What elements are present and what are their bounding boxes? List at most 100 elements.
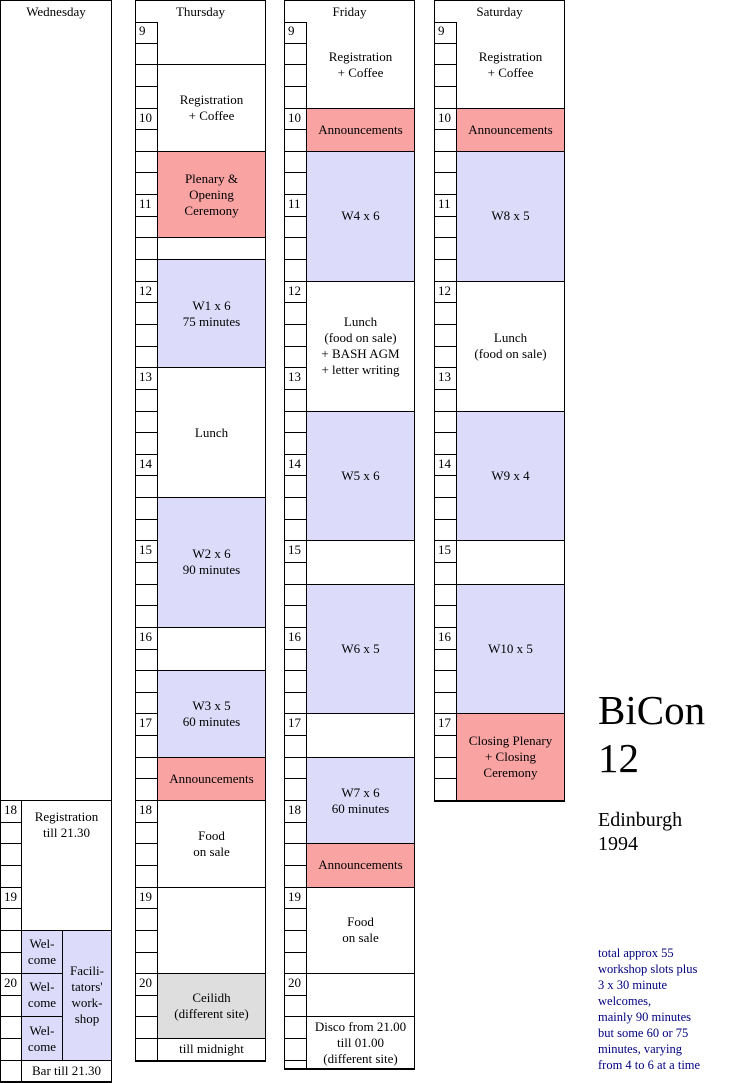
- empty-block: [457, 541, 564, 585]
- time-slot: [285, 1060, 307, 1070]
- time-slot: [435, 498, 457, 520]
- time-slot: 20: [136, 974, 158, 996]
- time-slot: [136, 476, 158, 499]
- schedule-block: Closing Plenary + Closing Ceremony: [457, 714, 564, 802]
- time-slot: 16: [136, 627, 158, 650]
- time-slot: [136, 389, 158, 412]
- time-slot: [435, 260, 457, 282]
- time-slot: [285, 411, 307, 434]
- schedule-block: Wel- come: [22, 974, 63, 1018]
- time-slot: [136, 498, 158, 520]
- schedule-block: Wel- come: [22, 1017, 63, 1061]
- time-slot: [136, 238, 158, 261]
- time-slot: [285, 130, 307, 152]
- schedule-block: Disco from 21.00 till 01.00 (different s…: [307, 1017, 414, 1070]
- time-slot: 16: [435, 627, 457, 650]
- time-slot: [285, 65, 307, 87]
- workshop-note: total approx 55 workshop slots plus 3 x …: [598, 946, 701, 1072]
- time-slot: 14: [285, 454, 307, 477]
- time-slot: [136, 671, 158, 693]
- time-slot: 18: [1, 801, 22, 823]
- time-slot: [435, 757, 457, 780]
- time-slot: [435, 563, 457, 585]
- time-slot: [285, 238, 307, 261]
- time-slot: [136, 86, 158, 109]
- schedule-block: W3 x 5 60 minutes: [158, 671, 265, 758]
- time-slot: [285, 692, 307, 715]
- time-slot: [285, 324, 307, 347]
- time-slot: [285, 498, 307, 520]
- time-slot: [285, 844, 307, 866]
- time-slot: [136, 563, 158, 585]
- time-slot: [136, 779, 158, 802]
- time-slot: [136, 822, 158, 845]
- time-slot: [136, 433, 158, 455]
- time-slot: [1, 952, 22, 975]
- schedule-block: W9 x 4: [457, 411, 564, 542]
- schedule-block: W7 x 6 60 minutes: [307, 757, 414, 845]
- time-slot: 10: [435, 108, 457, 131]
- time-slot: [435, 389, 457, 412]
- time-slot: [136, 260, 158, 282]
- time-slot: [435, 779, 457, 802]
- time-slot: 10: [136, 108, 158, 131]
- time-slot: [285, 173, 307, 196]
- schedule-block: W1 x 6 75 minutes: [158, 260, 265, 369]
- time-slot: [435, 130, 457, 152]
- time-slot: [285, 216, 307, 239]
- schedule-block: Registration + Coffee: [307, 22, 414, 109]
- time-slot: [435, 606, 457, 628]
- schedule-block: Announcements: [158, 757, 265, 802]
- schedule-block: W4 x 6: [307, 151, 414, 282]
- time-slot: 9: [435, 22, 457, 44]
- time-slot: 12: [435, 281, 457, 304]
- time-slot: [435, 584, 457, 607]
- time-slot: [285, 1017, 307, 1040]
- time-slot: [285, 86, 307, 109]
- time-slot: [435, 692, 457, 715]
- time-slot: [285, 260, 307, 282]
- time-slot: 20: [1, 974, 22, 996]
- time-slot: [435, 216, 457, 239]
- time-slot: [136, 736, 158, 758]
- schedule-block: W6 x 5: [307, 584, 414, 715]
- time-slot: [285, 757, 307, 780]
- time-slot: [136, 411, 158, 434]
- empty-block: [158, 22, 265, 66]
- time-slot: 15: [285, 541, 307, 563]
- time-slot: [285, 151, 307, 174]
- day-header: Saturday: [435, 1, 564, 23]
- time-slot: [435, 346, 457, 369]
- schedule-block: Announcements: [307, 108, 414, 152]
- empty-block: [158, 627, 265, 672]
- time-slot: [285, 346, 307, 369]
- schedule-block: W8 x 5: [457, 151, 564, 282]
- time-slot: [1, 844, 22, 866]
- schedule-block: Facili- tators' work- shop: [63, 930, 111, 1061]
- empty-block: [158, 238, 265, 261]
- empty-block: [1, 22, 111, 802]
- time-slot: [136, 995, 158, 1018]
- time-slot: [136, 606, 158, 628]
- time-slot: [136, 1017, 158, 1040]
- time-slot: 15: [136, 541, 158, 563]
- time-slot: [136, 865, 158, 888]
- time-slot: 15: [435, 541, 457, 563]
- time-slot: [136, 584, 158, 607]
- time-slot: [435, 324, 457, 347]
- time-slot: [1, 930, 22, 953]
- time-slot: [136, 43, 158, 66]
- time-slot: [435, 43, 457, 66]
- schedule-block: W2 x 6 90 minutes: [158, 498, 265, 628]
- time-slot: [435, 736, 457, 758]
- time-slot: [285, 909, 307, 931]
- time-slot: [136, 519, 158, 542]
- time-slot: [435, 303, 457, 325]
- time-slot: [285, 865, 307, 888]
- time-slot: 17: [435, 714, 457, 737]
- schedule-block: Announcements: [457, 108, 564, 152]
- event-title: BiCon 12: [598, 687, 706, 781]
- time-slot: [136, 909, 158, 931]
- empty-block: [307, 541, 414, 585]
